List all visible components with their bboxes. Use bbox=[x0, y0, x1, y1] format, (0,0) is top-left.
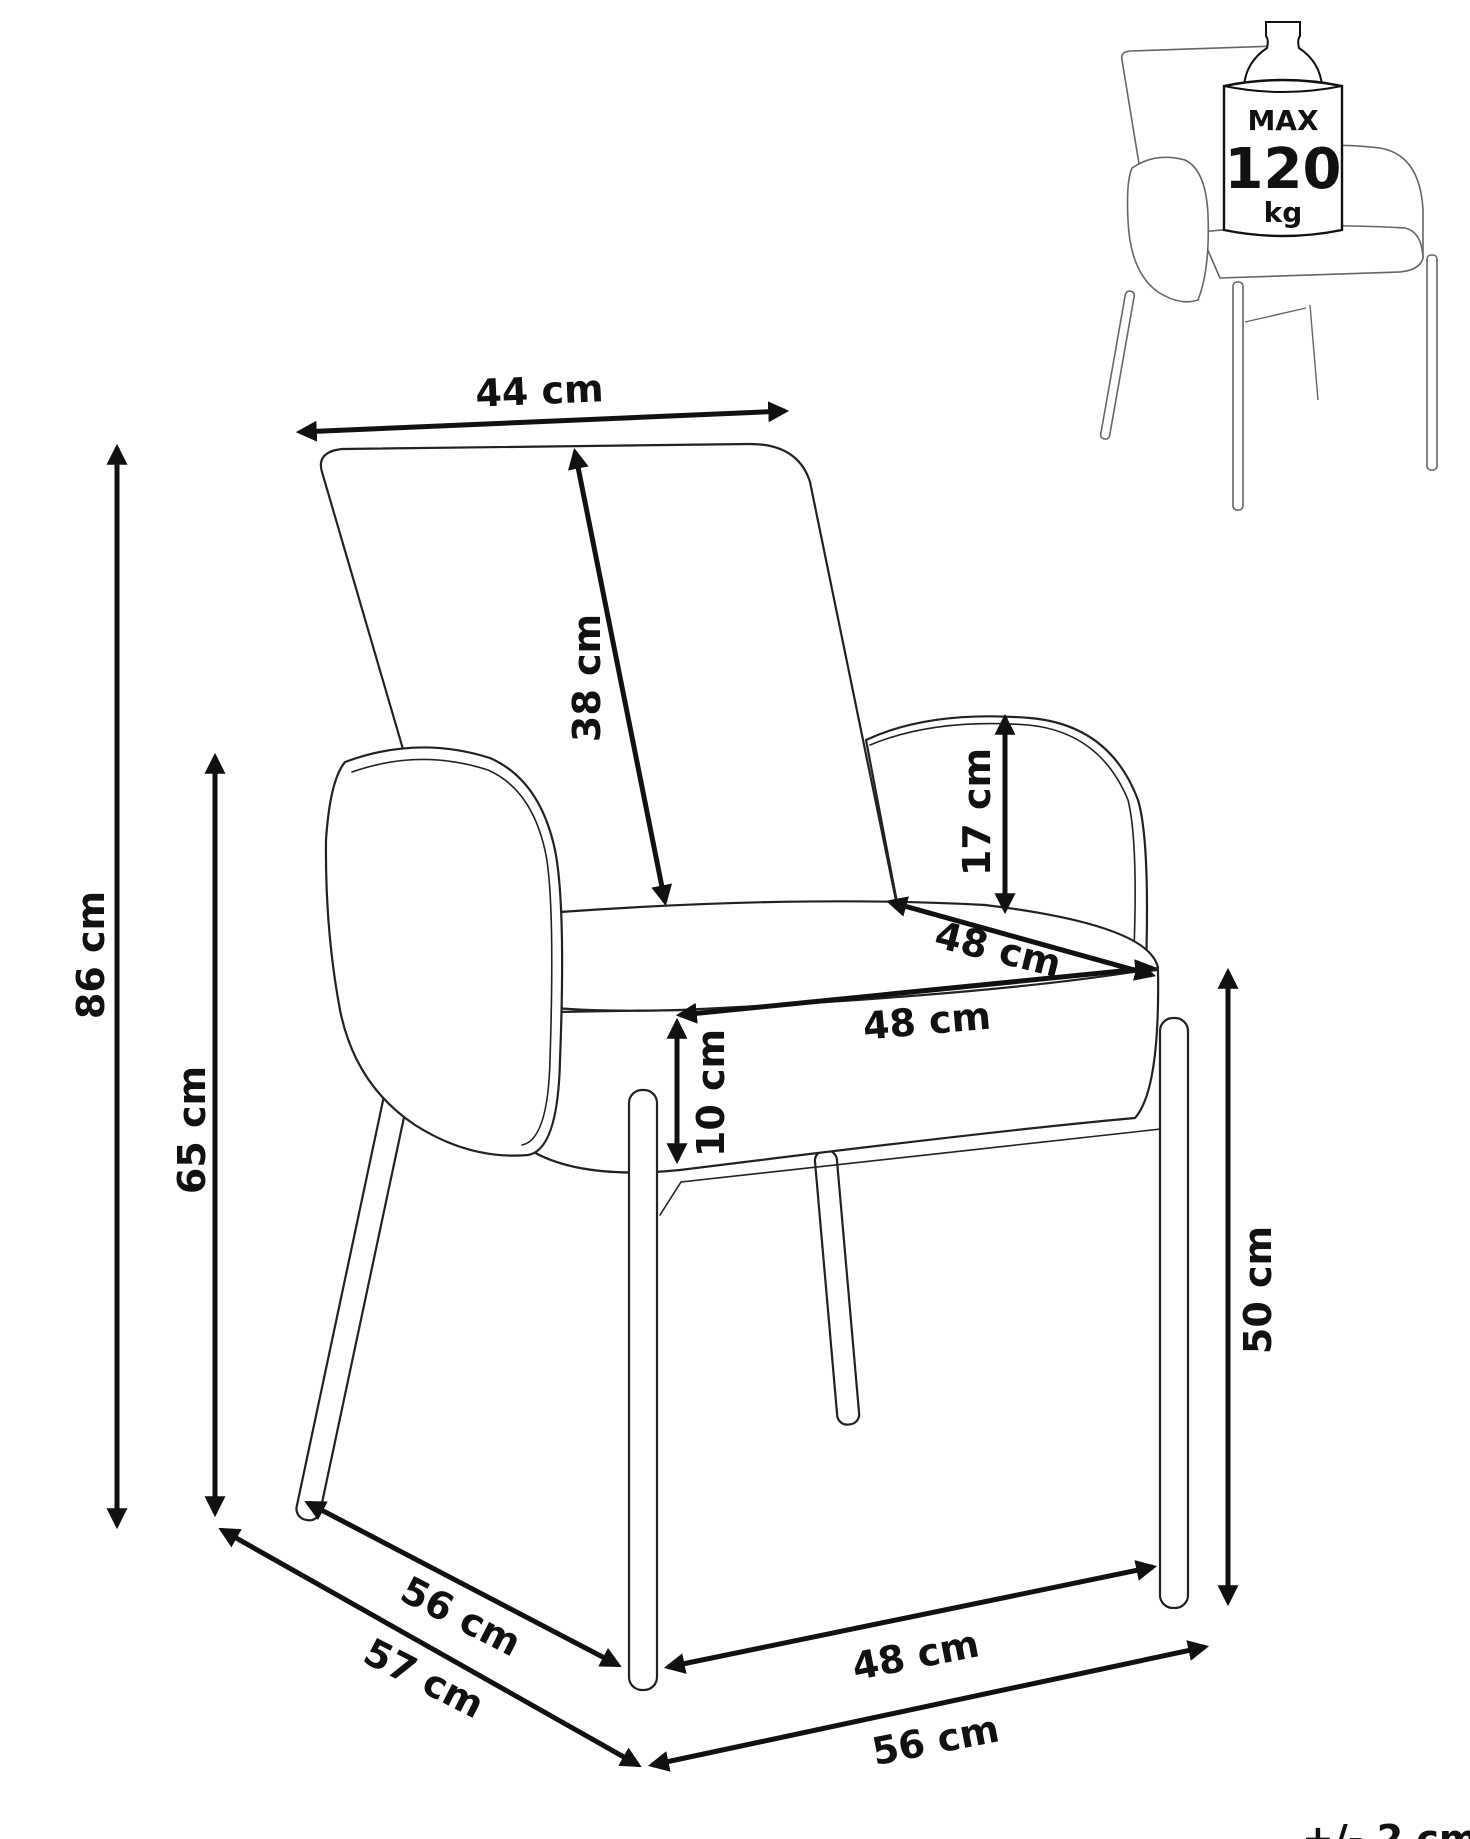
label-back-width: 44 cm bbox=[474, 366, 604, 416]
back-left-leg bbox=[813, 1149, 861, 1426]
tolerance-note: +/- 2 cm bbox=[1302, 1817, 1470, 1839]
arrow-back-height bbox=[567, 447, 673, 907]
weight-container-rim bbox=[1223, 85, 1343, 93]
chair-drawing bbox=[295, 442, 1190, 1692]
right-armrest-seam bbox=[869, 722, 1136, 951]
arrow-total-depth bbox=[218, 1527, 642, 1768]
inset-front-right-leg bbox=[1426, 254, 1438, 471]
label-back-height: 38 cm bbox=[565, 614, 609, 742]
leg-stretcher bbox=[659, 1127, 1171, 1216]
front-right-leg bbox=[1158, 1016, 1190, 1610]
capacity-value: 120 bbox=[1225, 137, 1342, 202]
label-leg-width: 48 cm bbox=[848, 1621, 982, 1689]
arrow-seat-width bbox=[675, 959, 1157, 1024]
inset-rear-leg bbox=[1309, 304, 1319, 401]
front-center-leg bbox=[627, 1088, 659, 1692]
label-seat-thickness: 10 cm bbox=[689, 1029, 733, 1157]
dimension-arrows bbox=[106, 401, 1239, 1772]
dimension-labels: 86 cm 65 cm 44 cm 38 cm 17 cm 48 cm 48 c… bbox=[69, 366, 1280, 1774]
left-armrest-seam bbox=[351, 758, 553, 1146]
label-armrest-above-seat: 17 cm bbox=[955, 748, 999, 876]
label-seat-height: 50 cm bbox=[1236, 1226, 1280, 1354]
weight-container bbox=[1222, 78, 1344, 238]
inset-front-left-leg bbox=[1099, 290, 1136, 440]
label-total-height: 86 cm bbox=[69, 891, 113, 1019]
inset-front-center-leg bbox=[1232, 281, 1244, 511]
inset-leg-stretcher bbox=[1244, 307, 1307, 323]
weight-capacity-inset: MAX 120 kg bbox=[1099, 21, 1438, 511]
capacity-unit: kg bbox=[1264, 196, 1303, 229]
arrow-total-width bbox=[647, 1640, 1210, 1772]
chair-left-armrest bbox=[324, 746, 564, 1157]
label-armrest-height: 65 cm bbox=[170, 1066, 214, 1194]
front-left-leg bbox=[295, 1058, 415, 1522]
inset-left-arm bbox=[1126, 156, 1210, 303]
capacity-max-label: MAX bbox=[1247, 104, 1319, 137]
arrow-back-width bbox=[295, 401, 790, 442]
